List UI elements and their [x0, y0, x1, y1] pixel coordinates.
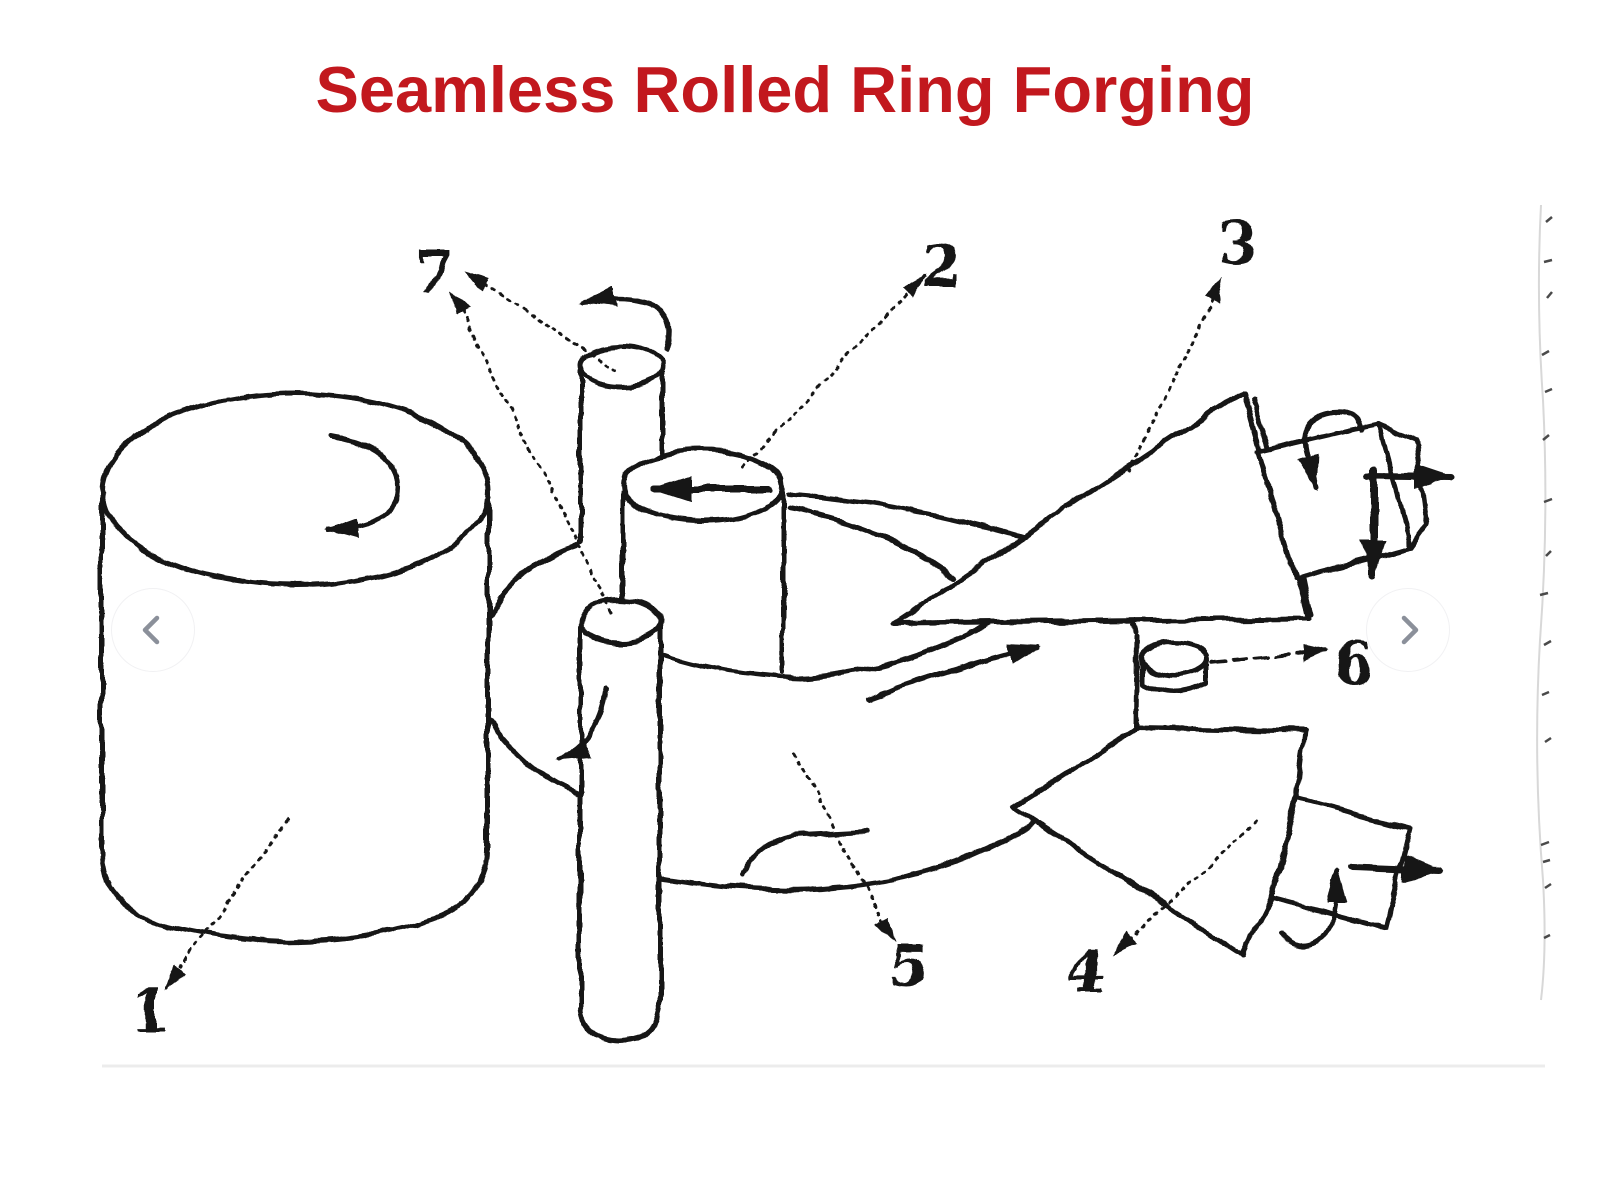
main-roll	[99, 391, 491, 944]
paper-edge-artifact	[1536, 204, 1553, 1001]
label-4: 4	[1066, 937, 1106, 1005]
guide-roll	[1139, 640, 1211, 694]
label-5: 5	[889, 933, 929, 1001]
rotation-arrow-lower-shaft	[1278, 868, 1348, 948]
page-title: Seamless Rolled Ring Forging	[315, 53, 1255, 126]
rotation-arrow-upper-shaft	[1297, 410, 1365, 490]
carousel-next-button[interactable]	[1366, 588, 1450, 672]
leader-4	[1112, 820, 1259, 956]
leader-7a	[465, 270, 617, 372]
upper-shaft-right-arrow	[1364, 464, 1456, 491]
leader-lines	[163, 270, 1259, 991]
chevron-right-icon	[1401, 615, 1419, 645]
upper-axial-shaft	[1255, 410, 1456, 581]
ring-top-surface	[487, 491, 1025, 619]
leader-3	[1126, 277, 1224, 474]
rotation-arrow-front-rod	[556, 686, 610, 762]
idle-roll-lower	[556, 597, 663, 1044]
leader-7b	[450, 289, 614, 614]
label-1: 1	[130, 977, 170, 1045]
mandrel	[620, 447, 786, 678]
label-7: 7	[414, 238, 454, 306]
rotation-arrow-upper-rod	[580, 286, 672, 352]
lower-shaft-right-arrow	[1348, 855, 1444, 882]
leader-2	[741, 273, 927, 468]
leader-5	[793, 750, 896, 943]
leader-6	[1211, 645, 1329, 665]
axial-roll-upper-cone	[891, 388, 1313, 626]
idle-roll-upper	[577, 286, 672, 546]
leader-1	[163, 818, 289, 991]
label-3: 3	[1218, 210, 1258, 278]
chevron-left-icon	[142, 615, 160, 645]
ring-rotation-arrow	[865, 642, 1042, 702]
axial-roll-lower-cone	[1010, 725, 1444, 958]
label-2: 2	[921, 232, 961, 300]
rotation-arrow-main-roll	[324, 433, 402, 539]
carousel-prev-button[interactable]	[111, 588, 195, 672]
